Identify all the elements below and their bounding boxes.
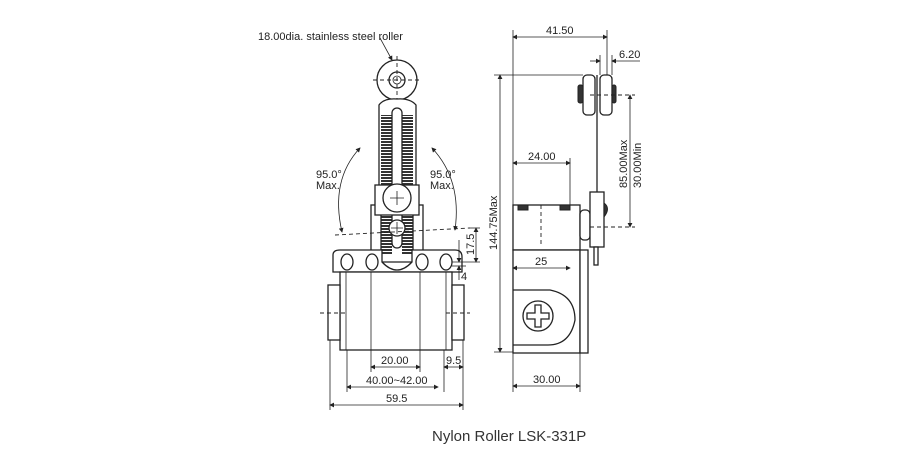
- caption: Nylon Roller LSK-331P: [432, 428, 586, 445]
- lever-clamp: [589, 191, 605, 248]
- dim-144-75: 144.75Max: [488, 195, 500, 250]
- lever-rod-end: [593, 246, 599, 266]
- side-view: 41.50 6.20 144.75Max 24.00 25 30.00 85.0…: [488, 25, 644, 392]
- angle-arc-right: [431, 147, 458, 231]
- dim-25: 25: [535, 256, 547, 268]
- side-screw-cross: [526, 304, 550, 328]
- dim-41-50: 41.50: [546, 25, 574, 37]
- roller-leader: [379, 37, 393, 61]
- mounting-hole: [415, 253, 429, 271]
- side-head-screw: [517, 204, 529, 211]
- shaft-bushing: [579, 209, 591, 241]
- dim-20: 20.00: [381, 355, 409, 367]
- mounting-plate: [332, 249, 463, 273]
- front-view: 18.00dia. stainless steel roller 95.0°: [258, 31, 480, 410]
- switch-body: [339, 271, 453, 351]
- roller-hub-left: [577, 84, 584, 104]
- dim-59-5: 59.5: [386, 393, 407, 405]
- dim-30: 30.00: [533, 374, 561, 386]
- dim-4: 4: [461, 271, 467, 283]
- dim-24: 24.00: [528, 151, 556, 163]
- dim-9-5: 9.5: [446, 355, 461, 367]
- side-head-screw: [559, 204, 571, 211]
- dim-6-20: 6.20: [619, 49, 640, 61]
- side-body-flange: [579, 249, 589, 354]
- shaft-screw-cross: [391, 222, 403, 234]
- roller-hub-right: [611, 84, 617, 104]
- hub-screw-cross: [390, 191, 404, 205]
- angle-left-label: 95.0°: [316, 169, 342, 181]
- dim-30-min: 30.00Min: [632, 143, 644, 188]
- angle-arc-left: [338, 147, 361, 233]
- side-cover-outline: [513, 289, 576, 346]
- conduit-boss-right: [451, 284, 465, 341]
- angle-right-sub: Max.: [430, 180, 454, 192]
- clamp-screw-head: [603, 202, 608, 219]
- dim-17-5: 17.5: [465, 234, 477, 255]
- mounting-hole: [340, 253, 354, 271]
- roller-note: 18.00dia. stainless steel roller: [258, 31, 403, 43]
- conduit-boss-left: [327, 284, 341, 341]
- side-head: [512, 204, 581, 251]
- side-screw: [522, 300, 554, 332]
- angle-right-label: 95.0°: [430, 169, 456, 181]
- dim-40-42: 40.00~42.00: [366, 375, 427, 387]
- dim-85-max: 85.00Max: [618, 139, 630, 188]
- angle-left-sub: Max.: [316, 180, 340, 192]
- mounting-hole: [365, 253, 379, 271]
